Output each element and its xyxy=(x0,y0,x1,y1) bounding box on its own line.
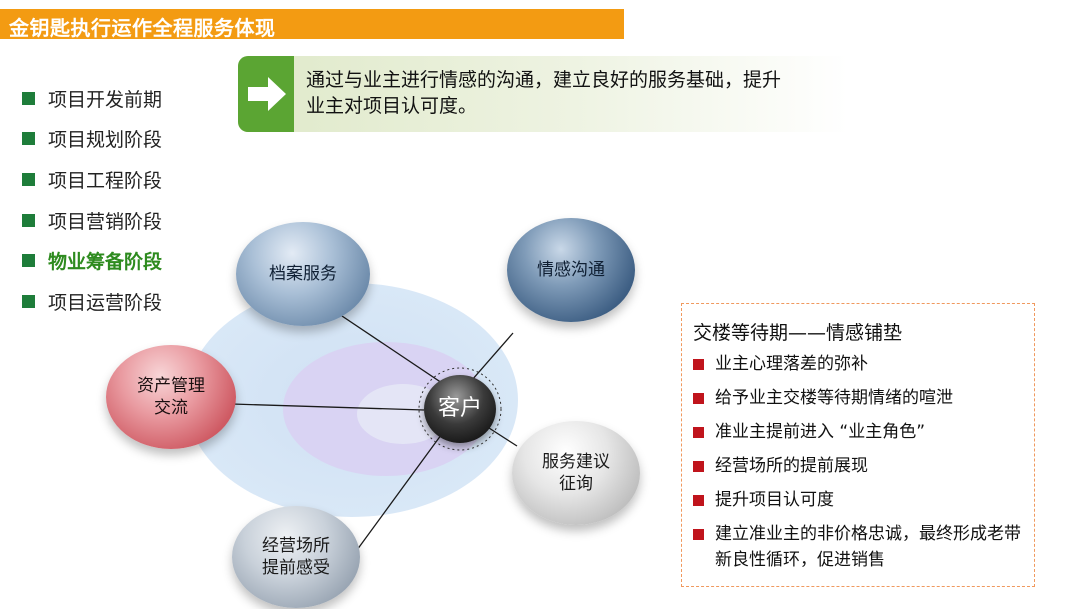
phase-item: 项目运营阶段 xyxy=(22,281,162,322)
phase-label: 项目营销阶段 xyxy=(48,210,163,233)
info-item: 提升项目认可度 xyxy=(693,487,1029,513)
arrow-line xyxy=(356,430,445,551)
square-bullet-icon xyxy=(693,495,704,506)
phase-label: 项目规划阶段 xyxy=(48,129,163,152)
square-bullet-icon xyxy=(22,132,35,146)
banner-text: 通过与业主进行情感的沟通，建立良好的服务基础，提升业主对项目认可度。 xyxy=(306,69,782,117)
square-bullet-icon xyxy=(22,254,35,268)
node-customer-center: 客户 xyxy=(424,375,496,443)
connector-line xyxy=(488,427,518,447)
square-bullet-icon xyxy=(693,461,704,472)
square-bullet-icon xyxy=(22,294,35,308)
phase-item: 项目规划阶段 xyxy=(22,119,162,160)
info-box: 交楼等待期——情感铺垫 业主心理落差的弥补 给予业主交楼等待期情绪的喧泄 准业主… xyxy=(681,303,1035,587)
page-title: 金钥匙执行运作全程服务体现 xyxy=(9,16,276,40)
phase-label: 物业筹备阶段 xyxy=(48,251,163,274)
banner-arrow-box xyxy=(238,56,294,132)
square-bullet-icon xyxy=(693,427,704,438)
node-venue-experience: 经营场所 提前感受 xyxy=(232,506,360,608)
node-archive-service: 档案服务 xyxy=(236,222,370,326)
square-bullet-icon xyxy=(22,91,35,105)
phase-label: 项目工程阶段 xyxy=(48,169,163,192)
info-item: 准业主提前进入 “业主角色” xyxy=(693,419,1029,445)
phase-list: 项目开发前期 项目规划阶段 项目工程阶段 项目营销阶段 物业筹备阶段 项目运营阶… xyxy=(22,78,162,322)
phase-label: 项目运营阶段 xyxy=(48,291,163,314)
connector-line xyxy=(335,311,443,384)
title-bar: 金钥匙执行运作全程服务体现 xyxy=(0,9,624,40)
banner-background xyxy=(238,56,848,132)
square-bullet-icon xyxy=(22,172,35,186)
square-bullet-icon xyxy=(693,393,704,404)
info-item: 给予业主交楼等待期情绪的喧泄 xyxy=(693,385,1029,411)
phase-item: 项目开发前期 xyxy=(22,78,162,119)
square-bullet-icon xyxy=(22,213,35,227)
phase-item: 项目工程阶段 xyxy=(22,159,162,200)
phase-label: 项目开发前期 xyxy=(48,88,163,111)
connector-line xyxy=(231,403,425,411)
info-item: 业主心理落差的弥补 xyxy=(693,351,1029,377)
square-bullet-icon xyxy=(693,359,704,370)
info-item: 经营场所的提前展现 xyxy=(693,453,1029,479)
info-list: 业主心理落差的弥补 给予业主交楼等待期情绪的喧泄 准业主提前进入 “业主角色” … xyxy=(693,351,1029,581)
node-emotional-communication: 情感沟通 xyxy=(507,218,635,322)
center-dotted-ring xyxy=(418,367,502,451)
node-service-advice: 服务建议 征询 xyxy=(512,421,640,525)
info-item: 建立准业主的非价格忠诚，最终形成老带新良性循环，促进销售 xyxy=(693,521,1029,573)
square-bullet-icon xyxy=(693,529,704,540)
info-title: 交楼等待期——情感铺垫 xyxy=(693,322,903,344)
node-asset-management: 资产管理 交流 xyxy=(106,345,236,449)
phase-item-active: 物业筹备阶段 xyxy=(22,240,162,281)
phase-item: 项目营销阶段 xyxy=(22,200,162,241)
right-arrow-icon xyxy=(248,77,286,111)
